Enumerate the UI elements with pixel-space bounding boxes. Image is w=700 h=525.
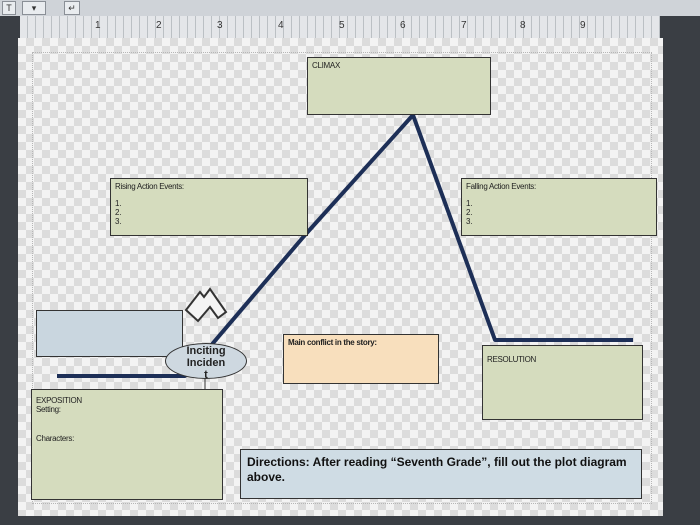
- list-item: 2.: [115, 208, 122, 217]
- characters-label: Characters:: [36, 434, 75, 443]
- document-page[interactable]: [18, 38, 663, 516]
- list-item: 2.: [466, 208, 473, 217]
- plot-line: [57, 113, 633, 378]
- text-format-icon[interactable]: T: [2, 1, 16, 15]
- ruler-number: 2: [156, 20, 162, 31]
- climax-label: CLIMAX: [312, 61, 340, 70]
- toolbar: T ▾ ↵: [0, 0, 700, 16]
- arrow-icon: [184, 287, 228, 323]
- ruler-number: 4: [278, 20, 284, 31]
- climax-box[interactable]: CLIMAX: [307, 57, 491, 115]
- setting-label: Setting:: [36, 405, 61, 414]
- ruler-number: 6: [400, 20, 406, 31]
- main-conflict-box[interactable]: Main conflict in the story:: [283, 334, 439, 384]
- falling-action-box[interactable]: Falling Action Events: 1. 2. 3.: [461, 178, 657, 236]
- ruler-number: 8: [520, 20, 526, 31]
- inciting-incident-ellipse[interactable]: Inciting Inciden t: [165, 343, 247, 379]
- list-item: 3.: [466, 217, 473, 226]
- directions-box[interactable]: Directions: After reading “Seventh Grade…: [240, 449, 642, 499]
- undo-icon[interactable]: ↵: [64, 1, 80, 15]
- inciting-text-line: Inciting: [186, 345, 226, 357]
- list-item: 1.: [115, 199, 122, 208]
- inciting-incident-box[interactable]: [36, 310, 183, 357]
- ruler-number: 7: [461, 20, 467, 31]
- page-margin-guide: [32, 52, 652, 504]
- rising-action-box[interactable]: Rising Action Events: 1. 2. 3.: [110, 178, 308, 236]
- ruler-number: 9: [580, 20, 586, 31]
- exposition-box[interactable]: EXPOSITION Setting: Characters:: [31, 389, 223, 500]
- resolution-box[interactable]: RESOLUTION: [482, 345, 643, 420]
- inciting-text-line: Inciden: [186, 357, 226, 369]
- rising-action-list: 1. 2. 3.: [115, 199, 303, 226]
- directions-text: Directions: After reading “Seventh Grade…: [247, 455, 627, 484]
- list-item: 1.: [466, 199, 473, 208]
- falling-action-list: 1. 2. 3.: [466, 199, 652, 226]
- ruler-number: 1: [95, 20, 101, 31]
- inciting-text-line: t: [204, 369, 208, 379]
- resolution-label: RESOLUTION: [487, 355, 537, 364]
- ruler-ticks: [20, 16, 660, 38]
- ruler-number: 5: [339, 20, 345, 31]
- list-item: 3.: [115, 217, 122, 226]
- rising-action-label: Rising Action Events:: [115, 182, 184, 191]
- dropdown-icon[interactable]: ▾: [22, 1, 46, 15]
- main-conflict-label: Main conflict in the story:: [288, 338, 377, 347]
- ruler-number: 3: [217, 20, 223, 31]
- falling-action-label: Falling Action Events:: [466, 182, 536, 191]
- exposition-label: EXPOSITION: [36, 396, 82, 405]
